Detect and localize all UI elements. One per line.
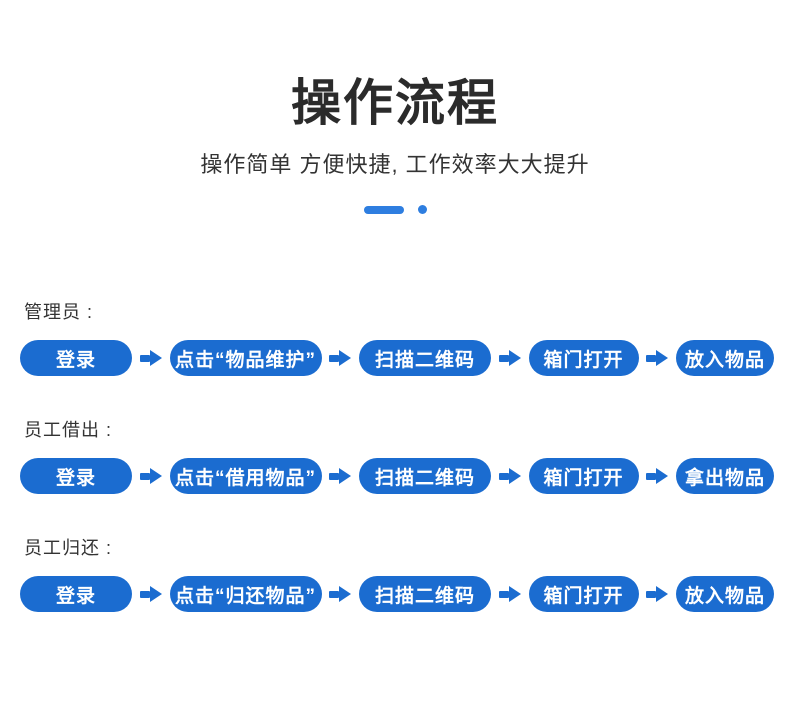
step-pill: 箱门打开 <box>528 576 639 612</box>
step-pill: 放入物品 <box>676 576 774 612</box>
step-pill: 点击“归还物品” <box>169 576 322 612</box>
step-pill: 点击“物品维护” <box>169 340 322 376</box>
arrow-right-icon <box>498 468 521 484</box>
arrow-right-icon <box>646 586 669 602</box>
flow-employee-return: 员工归还 : 登录 点击“归还物品” 扫描二维码 箱门打开 放入物品 <box>0 534 790 612</box>
flow-steps: 登录 点击“归还物品” 扫描二维码 箱门打开 放入物品 <box>20 576 774 612</box>
flow-label: 管理员 : <box>24 302 94 322</box>
arrow-right-icon <box>498 586 521 602</box>
flow-admin: 管理员 : 登录 点击“物品维护” 扫描二维码 箱门打开 放入物品 <box>0 298 790 376</box>
infographic-page: 操作流程 操作简单 方便快捷, 工作效率大大提升 管理员 : 登录 点击“物品维… <box>0 76 790 612</box>
divider-bar <box>363 205 404 214</box>
step-pill: 箱门打开 <box>528 340 639 376</box>
arrow-right-icon <box>329 350 352 366</box>
flow-steps: 登录 点击“物品维护” 扫描二维码 箱门打开 放入物品 <box>20 340 774 376</box>
flow-employee-borrow: 员工借出 : 登录 点击“借用物品” 扫描二维码 箱门打开 拿出物品 <box>0 416 790 494</box>
step-pill: 点击“借用物品” <box>169 458 322 494</box>
arrow-right-icon <box>139 350 162 366</box>
page-title: 操作流程 <box>291 75 499 131</box>
header: 操作流程 操作简单 方便快捷, 工作效率大大提升 <box>0 76 790 214</box>
step-pill: 放入物品 <box>676 340 774 376</box>
flow-steps: 登录 点击“借用物品” 扫描二维码 箱门打开 拿出物品 <box>20 458 774 494</box>
arrow-right-icon <box>329 468 352 484</box>
arrow-right-icon <box>139 586 162 602</box>
flow-label: 员工归还 : <box>24 538 113 558</box>
arrow-right-icon <box>646 468 669 484</box>
flow-section: 管理员 : 登录 点击“物品维护” 扫描二维码 箱门打开 放入物品 员工借出 :… <box>0 298 790 612</box>
arrow-right-icon <box>646 350 669 366</box>
step-pill: 拿出物品 <box>676 458 774 494</box>
arrow-right-icon <box>139 468 162 484</box>
step-pill: 箱门打开 <box>528 458 639 494</box>
divider-dot <box>417 205 427 214</box>
arrow-right-icon <box>498 350 521 366</box>
flow-label: 员工借出 : <box>24 420 113 440</box>
step-pill: 登录 <box>20 340 132 376</box>
step-pill: 扫描二维码 <box>359 340 491 376</box>
divider <box>0 205 790 214</box>
page-subtitle: 操作简单 方便快捷, 工作效率大大提升 <box>200 152 590 177</box>
step-pill: 扫描二维码 <box>359 576 491 612</box>
step-pill: 登录 <box>20 458 132 494</box>
arrow-right-icon <box>329 586 352 602</box>
step-pill: 扫描二维码 <box>359 458 491 494</box>
step-pill: 登录 <box>20 576 132 612</box>
